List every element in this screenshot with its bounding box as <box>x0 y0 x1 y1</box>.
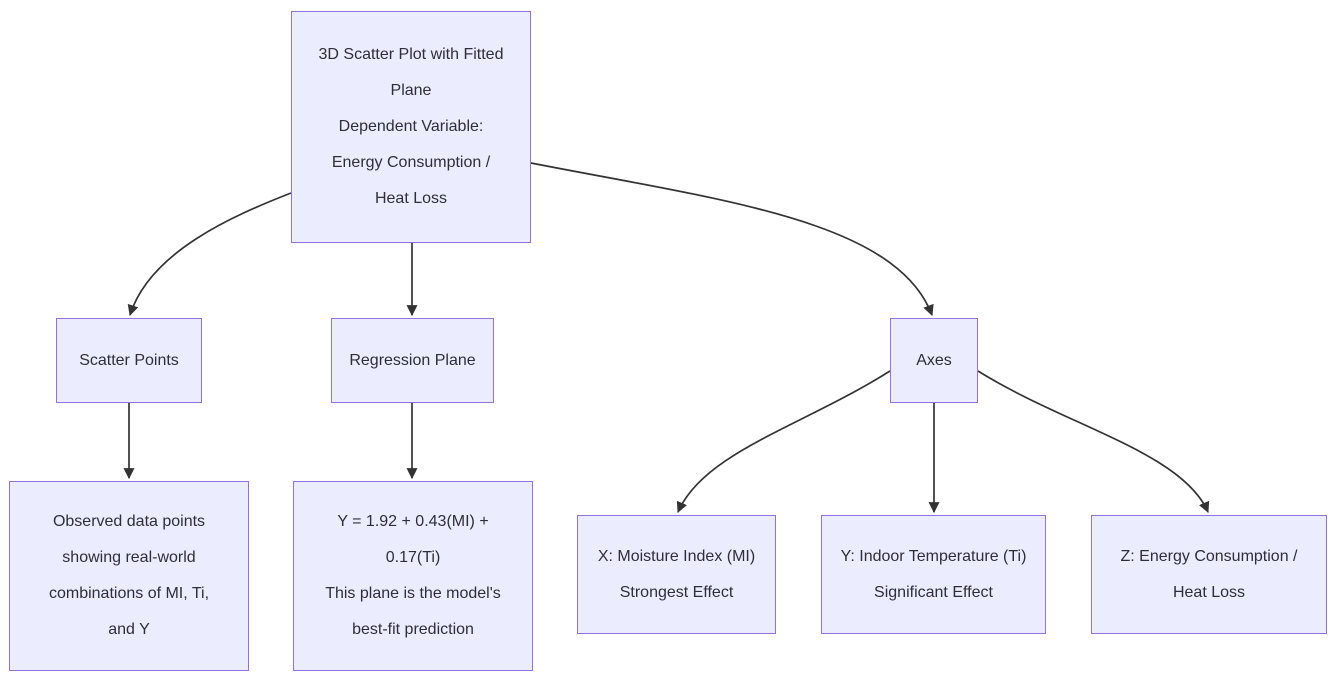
node-axes: Axes <box>890 318 978 403</box>
node-axis-x-label: X: Moisture Index (MI) Strongest Effect <box>597 547 756 601</box>
node-axis-y: Y: Indoor Temperature (Ti) Significant E… <box>821 515 1046 634</box>
node-observed-data: Observed data points showing real-world … <box>9 481 249 671</box>
node-axis-z: Z: Energy Consumption / Heat Loss <box>1091 515 1327 634</box>
node-axis-z-label: Z: Energy Consumption / Heat Loss <box>1120 547 1298 601</box>
node-scatter-points: Scatter Points <box>56 318 202 403</box>
edge-root-to-axes <box>530 162 934 317</box>
node-axis-y-label: Y: Indoor Temperature (Ti) Significant E… <box>840 547 1027 601</box>
node-scatter-points-label: Scatter Points <box>79 351 179 369</box>
edge-axes-to-axis-z <box>977 370 1210 514</box>
node-observed-data-label: Observed data points showing real-world … <box>48 513 210 638</box>
edge-root-to-scatter <box>127 192 292 317</box>
node-root: 3D Scatter Plot with Fitted Plane Depend… <box>291 11 531 243</box>
node-regression-equation: Y = 1.92 + 0.43(MI) + 0.17(Ti) This plan… <box>293 481 533 671</box>
node-root-label: 3D Scatter Plot with Fitted Plane Depend… <box>318 46 504 207</box>
node-regression-plane-label: Regression Plane <box>349 351 476 369</box>
node-regression-plane: Regression Plane <box>331 318 494 403</box>
node-regression-equation-label: Y = 1.92 + 0.43(MI) + 0.17(Ti) This plan… <box>325 513 501 638</box>
node-axes-label: Axes <box>916 351 952 369</box>
node-axis-x: X: Moisture Index (MI) Strongest Effect <box>577 515 776 634</box>
edge-axes-to-axis-x <box>676 370 891 514</box>
